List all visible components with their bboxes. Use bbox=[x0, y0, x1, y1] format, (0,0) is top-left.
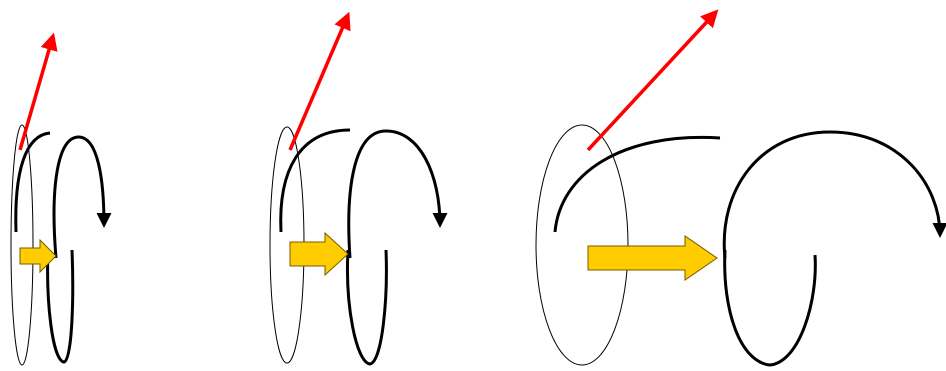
red-arrow-icon bbox=[586, 9, 719, 152]
helix-panel-1 bbox=[10, 32, 112, 366]
yellow-arrow-icon bbox=[19, 238, 57, 274]
helix-panel-3 bbox=[535, 9, 946, 367]
helix-loop-front bbox=[553, 135, 721, 233]
helix-loop-front bbox=[14, 131, 51, 233]
disk-ellipse bbox=[10, 124, 34, 366]
helix-coil-down bbox=[46, 249, 75, 364]
disk-ellipse bbox=[535, 124, 629, 366]
helix-loop-mid bbox=[347, 129, 448, 259]
helix-panel-2 bbox=[269, 11, 448, 366]
helix-loop-front bbox=[279, 128, 351, 233]
red-arrow-icon bbox=[18, 32, 58, 151]
yellow-arrow-icon bbox=[289, 231, 349, 277]
yellow-arrow-icon bbox=[587, 235, 718, 281]
helix-coil-down bbox=[723, 249, 817, 367]
red-arrow-icon bbox=[288, 11, 351, 151]
helix-coil-down bbox=[346, 249, 388, 366]
helix-loop-mid bbox=[722, 130, 946, 259]
helix-loop-mid bbox=[52, 135, 112, 259]
